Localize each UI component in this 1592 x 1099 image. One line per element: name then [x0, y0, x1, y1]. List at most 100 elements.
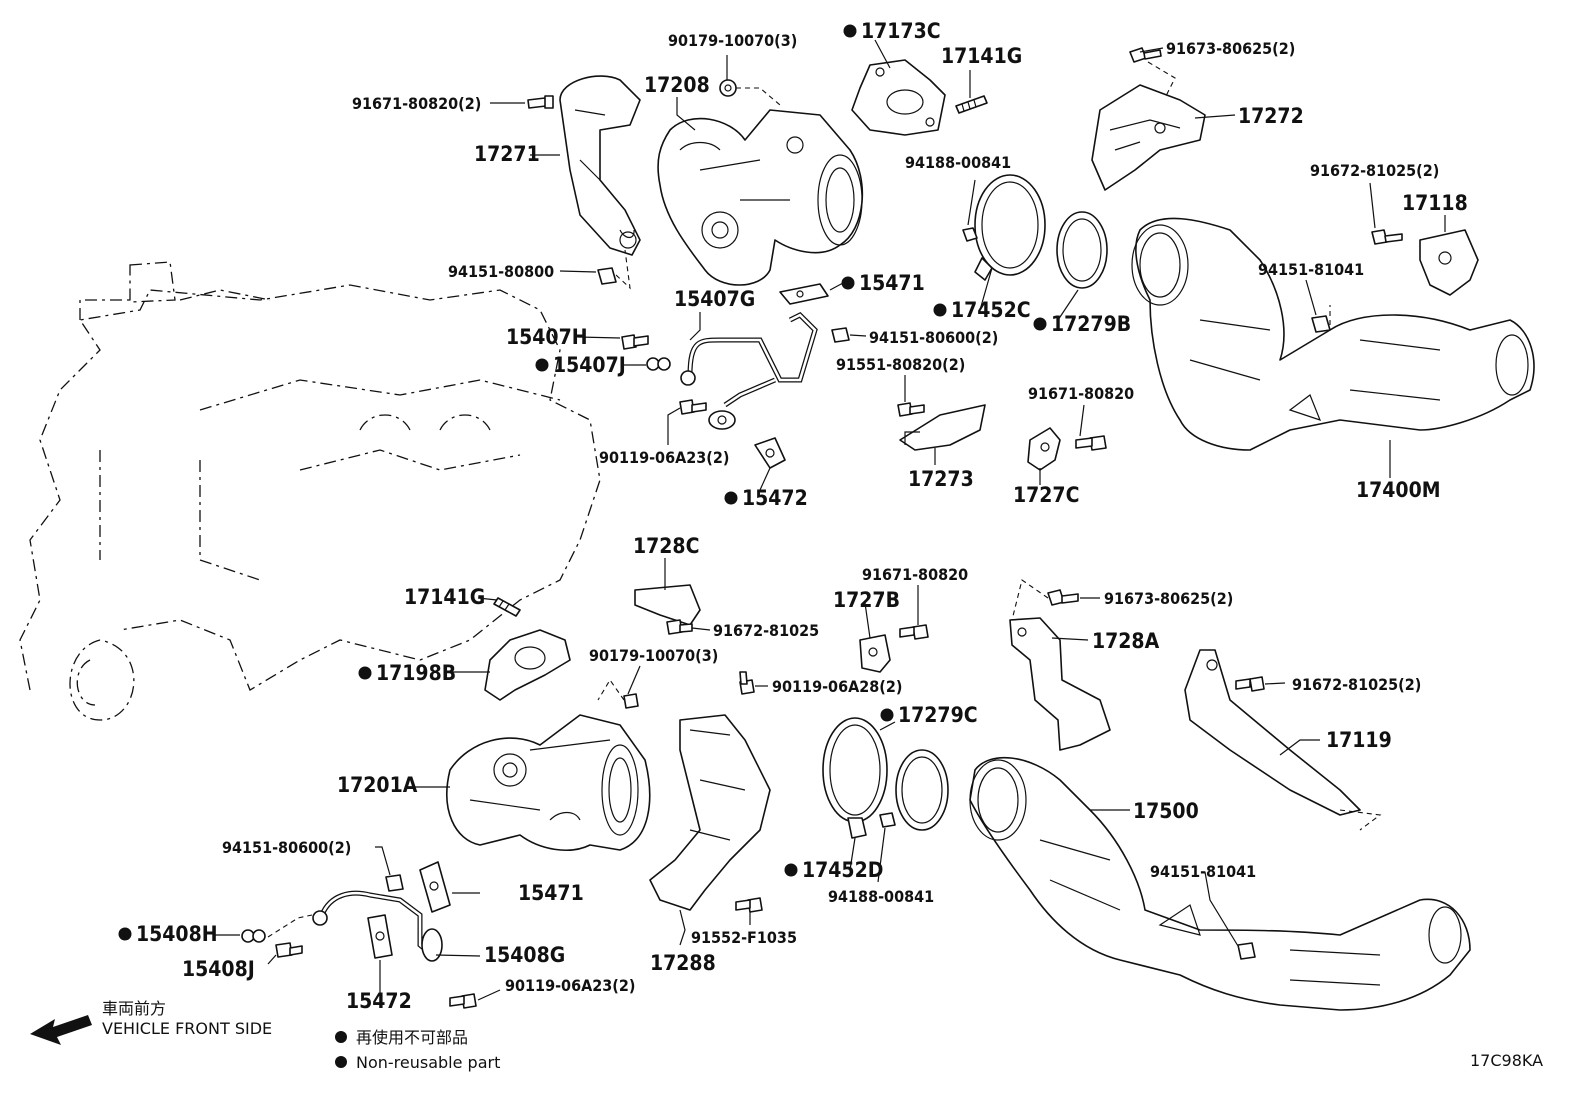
part-label[interactable]: 17272 [1238, 104, 1304, 128]
clamp-17452C[interactable] [974, 174, 1046, 281]
part-label[interactable]: 91671-80820(2) [352, 94, 481, 113]
gasket-15471-upper[interactable] [779, 283, 829, 305]
nut-94151-80800[interactable] [597, 267, 617, 285]
part-label[interactable]: 17273 [908, 467, 974, 491]
part-label[interactable]: 1728A [1092, 629, 1160, 653]
part-label[interactable]: 17400M [1356, 478, 1441, 502]
gasket-15472-upper[interactable] [754, 437, 786, 469]
part-label[interactable]: 90119-06A23(2) [599, 448, 729, 467]
part-label[interactable]: 94188-00841 [905, 153, 1011, 172]
bolt-90119-06A23-upper[interactable] [679, 399, 707, 415]
part-label[interactable]: 17279B [1051, 312, 1131, 336]
part-label[interactable]: 90179-10070(3) [589, 646, 718, 665]
bolt-91673-80625-upper[interactable] [1129, 47, 1162, 63]
part-label[interactable]: 91672-81025(2) [1292, 675, 1421, 694]
part-label[interactable]: 15408H [136, 922, 218, 946]
part-label[interactable]: 91672-81025(2) [1310, 161, 1439, 180]
stay-17119[interactable] [1184, 649, 1361, 816]
bolt-15407H[interactable] [621, 334, 649, 350]
part-label[interactable]: 15407J [553, 353, 626, 377]
part-label[interactable]: 94151-80600(2) [222, 838, 351, 857]
heat-insulator-1728A[interactable] [1009, 617, 1111, 751]
bolt-90179-10070-upper[interactable] [719, 79, 737, 97]
gasket-ring-17279C[interactable] [895, 749, 949, 831]
nut-94151-80600-lower[interactable] [385, 874, 404, 892]
part-label[interactable]: 91672-81025 [713, 621, 819, 640]
part-label[interactable]: 17500 [1133, 799, 1199, 823]
part-label[interactable]: 15408G [484, 943, 565, 967]
part-label[interactable]: 17201A [337, 773, 418, 797]
part-label[interactable]: 15408J [182, 957, 255, 981]
bolt-91551-80820[interactable] [897, 402, 925, 417]
part-label[interactable]: 17288 [650, 951, 716, 975]
bolt-91552-F1035[interactable] [735, 897, 763, 913]
bracket-17271[interactable] [559, 75, 641, 256]
gasket-17198B[interactable] [484, 629, 571, 701]
part-label[interactable]: 1727C [1013, 483, 1079, 507]
nut-94151-80600-upper[interactable] [831, 327, 850, 343]
washer-15407J[interactable] [646, 357, 671, 371]
part-label[interactable]: 15407G [674, 287, 755, 311]
bracket-1727C[interactable] [1027, 427, 1061, 471]
part-label[interactable]: 17118 [1402, 191, 1468, 215]
bolt-91671-80820-upper[interactable] [1075, 435, 1107, 451]
clamp-17452D[interactable] [822, 717, 888, 839]
nut-94188-00841-upper[interactable] [962, 227, 978, 242]
heat-insulator-17272[interactable] [1091, 84, 1206, 191]
part-label[interactable]: 15407H [506, 325, 588, 349]
oil-pipe-15407G[interactable] [680, 311, 818, 430]
part-label[interactable]: 15472 [346, 989, 412, 1013]
part-label[interactable]: 17141G [941, 44, 1022, 68]
nut-94151-81041-lower[interactable] [1237, 942, 1256, 960]
bracket-17273[interactable] [899, 404, 986, 451]
bolt-90119-06A23-lower[interactable] [449, 993, 477, 1009]
part-label[interactable]: 17279C [898, 703, 978, 727]
stud-17141G-upper[interactable] [955, 95, 988, 114]
part-label[interactable]: 17452D [802, 858, 883, 882]
part-label[interactable]: 17119 [1326, 728, 1392, 752]
part-label[interactable]: 90119-06A28(2) [772, 677, 902, 696]
part-label[interactable]: 90179-10070(3) [668, 31, 797, 50]
nut-94188-00841-lower[interactable] [879, 812, 896, 828]
catalytic-converter-17500[interactable] [969, 756, 1471, 1011]
gasket-15471-lower[interactable] [419, 861, 451, 913]
bolt-15408J[interactable] [275, 942, 303, 958]
part-label[interactable]: 91552-F1035 [691, 928, 797, 947]
bolt-90179-10070-lower[interactable] [623, 693, 639, 709]
gasket-ring-17279B[interactable] [1056, 211, 1108, 289]
bolt-91671-80820-2[interactable] [527, 95, 554, 109]
part-label[interactable]: 17141G [404, 585, 485, 609]
part-label[interactable]: 15472 [742, 486, 808, 510]
gasket-17173C[interactable] [851, 59, 946, 136]
part-label[interactable]: 91671-80820 [1028, 384, 1134, 403]
part-label[interactable]: 91673-80625(2) [1104, 589, 1233, 608]
part-label[interactable]: 91671-80820 [862, 565, 968, 584]
bolt-91672-81025-lower-b[interactable] [1235, 676, 1265, 692]
part-label[interactable]: 15471 [859, 271, 925, 295]
bolt-91673-80625-lower[interactable] [1047, 589, 1079, 606]
part-label[interactable]: 91673-80625(2) [1166, 39, 1295, 58]
part-label[interactable]: 94151-80800 [448, 262, 554, 281]
stud-17141G-lower[interactable] [493, 597, 521, 617]
bracket-17118[interactable] [1419, 229, 1479, 296]
washer-15408H[interactable] [241, 929, 266, 943]
part-label[interactable]: 94151-81041 [1150, 862, 1256, 881]
bolt-91672-81025-lower-a[interactable] [666, 619, 693, 635]
nut-94151-81041-upper[interactable] [1311, 315, 1331, 333]
part-label[interactable]: 1727B [833, 588, 900, 612]
part-label[interactable]: 17271 [474, 142, 540, 166]
bracket-1727B[interactable] [859, 634, 891, 673]
part-label[interactable]: 94151-80600(2) [869, 328, 998, 347]
part-label[interactable]: 91551-80820(2) [836, 355, 965, 374]
part-label[interactable]: 94151-81041 [1258, 260, 1364, 279]
oil-pipe-15408G[interactable] [312, 890, 443, 962]
part-label[interactable]: 15471 [518, 881, 584, 905]
bolt-90119-06A28[interactable] [739, 671, 755, 695]
part-label[interactable]: 17173C [861, 19, 941, 43]
gasket-15472-lower[interactable] [367, 914, 393, 959]
bracket-1728C[interactable] [634, 584, 701, 626]
part-label[interactable]: 17452C [951, 298, 1031, 322]
catalytic-converter-17400M[interactable] [1131, 217, 1535, 451]
turbocharger-17201A[interactable] [446, 714, 651, 851]
part-label[interactable]: 1728C [633, 534, 699, 558]
